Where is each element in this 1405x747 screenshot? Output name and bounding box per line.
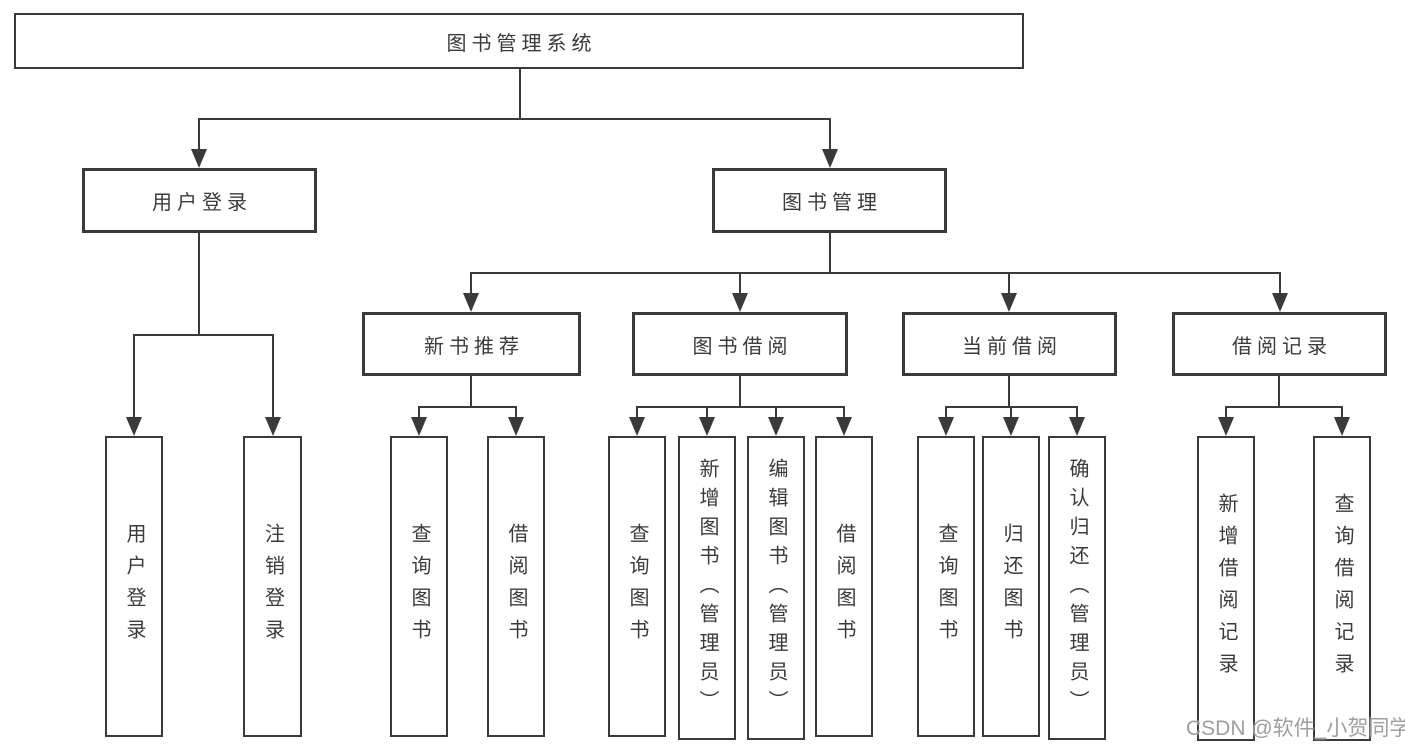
node-borrow-records-label: 借阅记录 <box>1232 335 1332 358</box>
leaf-return-books-label: 归还图书 <box>1000 522 1022 651</box>
connector-line <box>1279 272 1281 295</box>
node-book-management: 图书管理 <box>712 168 947 233</box>
connector-line <box>198 118 831 120</box>
leaf-user-login: 用户登录 <box>105 436 163 737</box>
leaf-add-borrow-record-label: 新增借阅记录 <box>1215 492 1237 685</box>
node-borrow-records: 借阅记录 <box>1172 312 1387 376</box>
arrow-down-icon <box>1272 293 1288 312</box>
node-new-book-recommend: 新书推荐 <box>362 312 581 376</box>
connector-line <box>1010 406 1012 419</box>
leaf-borrow-books: 借阅图书 <box>815 436 873 737</box>
connector-line <box>706 406 708 419</box>
connector-line <box>739 272 741 295</box>
connector-line <box>519 69 521 119</box>
arrow-down-icon <box>1001 293 1017 312</box>
arrow-down-icon <box>508 417 524 436</box>
connector-line <box>1076 406 1078 419</box>
connector-line <box>829 118 831 151</box>
connector-line <box>272 334 274 419</box>
leaf-query-books-current-label: 查询图书 <box>935 522 957 651</box>
arrow-down-icon <box>1003 417 1019 436</box>
node-book-borrowing: 图书借阅 <box>632 312 848 376</box>
leaf-query-books-recommend: 查询图书 <box>390 436 448 737</box>
connector-line <box>418 406 420 419</box>
arrow-down-icon <box>1334 417 1350 436</box>
connector-line <box>470 272 1281 274</box>
connector-line <box>1008 272 1010 295</box>
node-library-system-label: 图书管理系统 <box>446 32 597 55</box>
connector-line <box>133 334 135 419</box>
node-book-management-label: 图书管理 <box>782 192 882 214</box>
leaf-user-login-label: 用户登录 <box>123 522 145 651</box>
arrow-down-icon <box>699 417 715 436</box>
leaf-add-borrow-record: 新增借阅记录 <box>1197 436 1255 741</box>
connector-line <box>198 118 200 151</box>
leaf-add-books-admin: 新增图书（管理员） <box>678 436 736 740</box>
node-book-borrowing-label: 图书借阅 <box>692 335 793 358</box>
leaf-borrow-books-recommend-label: 借阅图书 <box>505 522 527 651</box>
leaf-logout: 注销登录 <box>243 436 302 737</box>
arrow-down-icon <box>768 417 784 436</box>
leaf-borrow-books-recommend: 借阅图书 <box>487 436 545 737</box>
connector-line <box>470 376 472 408</box>
node-user-login: 用户登录 <box>82 168 317 233</box>
leaf-confirm-return-admin-label: 确认归还（管理员） <box>1066 457 1088 719</box>
connector-line <box>843 406 845 419</box>
leaf-query-books-current: 查询图书 <box>917 436 975 737</box>
connector-line <box>470 272 472 295</box>
leaf-query-borrow-record: 查询借阅记录 <box>1313 436 1371 741</box>
leaf-logout-label: 注销登录 <box>261 522 284 651</box>
arrow-down-icon <box>629 417 645 436</box>
leaf-query-borrow-record-label: 查询借阅记录 <box>1331 492 1353 685</box>
leaf-confirm-return-admin: 确认归还（管理员） <box>1048 436 1106 740</box>
arrow-down-icon <box>265 417 281 436</box>
node-current-borrowing-label: 当前借阅 <box>962 335 1062 358</box>
connector-line <box>636 406 845 408</box>
leaf-query-books-borrowing-label: 查询图书 <box>626 522 648 651</box>
arrow-down-icon <box>822 149 838 168</box>
arrow-down-icon <box>836 417 852 436</box>
node-new-book-recommend-label: 新书推荐 <box>424 335 524 358</box>
arrow-down-icon <box>732 293 748 312</box>
leaf-return-books: 归还图书 <box>982 436 1040 737</box>
arrow-down-icon <box>463 293 479 312</box>
arrow-down-icon <box>126 417 142 436</box>
connector-line <box>1008 376 1010 408</box>
connector-line <box>133 334 274 336</box>
node-library-system: 图书管理系统 <box>14 13 1024 69</box>
arrow-down-icon <box>411 417 427 436</box>
arrow-down-icon <box>191 149 207 168</box>
node-user-login-label: 用户登录 <box>152 192 252 214</box>
arrow-down-icon <box>938 417 954 436</box>
arrow-down-icon <box>1069 417 1085 436</box>
leaf-query-books-recommend-label: 查询图书 <box>408 522 430 651</box>
connector-line <box>1341 406 1343 419</box>
connector-line <box>1225 406 1227 419</box>
connector-line <box>198 233 200 336</box>
arrow-down-icon <box>1218 417 1234 436</box>
connector-line <box>1278 376 1280 408</box>
leaf-edit-books-admin: 编辑图书（管理员） <box>747 436 805 740</box>
connector-line <box>1225 406 1343 408</box>
connector-line <box>515 406 517 419</box>
connector-line <box>829 233 831 274</box>
connector-line <box>636 406 638 419</box>
connector-line <box>775 406 777 419</box>
csdn-watermark: CSDN @软件_小贺同学 <box>1186 717 1405 740</box>
connector-line <box>945 406 947 419</box>
leaf-borrow-books-label: 借阅图书 <box>833 522 855 651</box>
leaf-edit-books-admin-label: 编辑图书（管理员） <box>765 457 787 719</box>
connector-line <box>418 406 517 408</box>
leaf-query-books-borrowing: 查询图书 <box>608 436 666 737</box>
node-current-borrowing: 当前借阅 <box>902 312 1117 376</box>
connector-line <box>739 376 741 408</box>
leaf-add-books-admin-label: 新增图书（管理员） <box>696 457 718 719</box>
